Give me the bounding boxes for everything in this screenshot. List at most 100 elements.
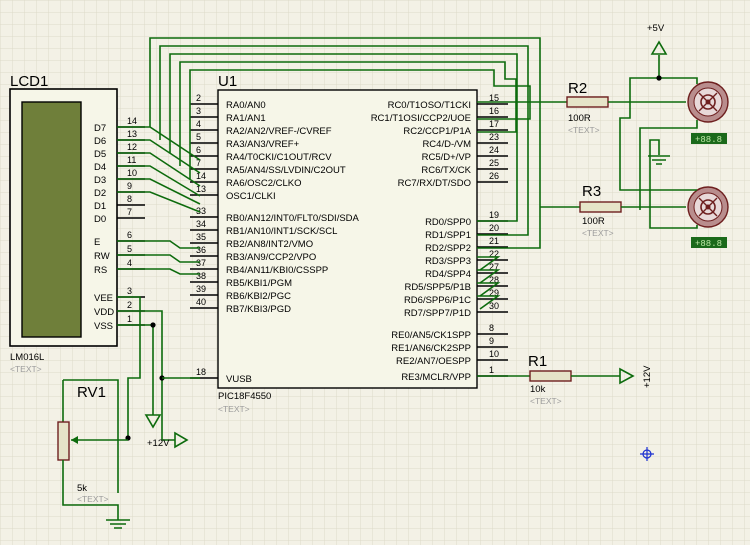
- motor-1[interactable]: +88.8: [687, 81, 729, 145]
- ground-bottom-symbol: [106, 519, 130, 529]
- r2-value: 100R: [568, 113, 591, 124]
- lcd-pin-number: 14: [127, 116, 137, 126]
- lcd-pin-number: 10: [127, 168, 137, 178]
- mcu-right-pin-name: RD5/SPP5/P1B: [404, 282, 471, 293]
- mcu-left-pin-number: 18: [196, 367, 206, 377]
- mcu-left-pin-number: 6: [196, 145, 201, 155]
- lcd-pin-name: E: [94, 237, 100, 248]
- r3-text-placeholder: <TEXT>: [582, 228, 614, 238]
- motor-1-readout-box: [691, 133, 727, 144]
- motor-2-readout: +88.8: [695, 239, 722, 249]
- mcu-left-pin-name: RA6/OSC2/CLKO: [226, 178, 302, 189]
- wires-rd-stubs: [477, 256, 501, 310]
- wires-lcd-control: [117, 240, 200, 275]
- mcu-right-pin-name: RC1/T1OSI/CCP2/UOE: [371, 113, 471, 124]
- lcd-pin-name: D2: [94, 188, 106, 199]
- mcu-right-pin-name: RD0/SPP0: [425, 217, 471, 228]
- rv1-ref: RV1: [77, 384, 106, 401]
- mcu-right-pin-number: 30: [489, 301, 499, 311]
- vcc-12v-right-label: +12V: [642, 365, 653, 388]
- lcd-pin-number: 3: [127, 286, 132, 296]
- lcd-pin-number: 6: [127, 230, 132, 240]
- motor-2[interactable]: +88.8: [687, 186, 729, 249]
- motor-2-readout-box: [691, 237, 727, 248]
- mcu-right-pin-name: RD3/SPP3: [425, 256, 471, 267]
- rv1-text-placeholder: <TEXT>: [77, 494, 109, 504]
- mcu-ref: U1: [218, 73, 237, 90]
- lcd-text-placeholder: <TEXT>: [10, 364, 42, 374]
- mcu-left-pin-number: 2: [196, 93, 201, 103]
- mcu-left-pin-number: 13: [196, 184, 206, 194]
- mcu-left-pin-name: RA5/AN4/SS/LVDIN/C2OUT: [226, 165, 346, 176]
- mcu-left-pin-number: 7: [196, 158, 201, 168]
- mcu-right-pin-name: RC6/TX/CK: [421, 165, 471, 176]
- lcd-component[interactable]: LCD1 D714D613D512D411D310D29D18D07E6RW5R…: [9, 73, 145, 374]
- mcu-right-pin-number: 10: [489, 349, 499, 359]
- mcu-left-pin-name: VUSB: [226, 374, 252, 385]
- ground-motor-symbol: [648, 155, 670, 165]
- mcu-right-pin-number: 17: [489, 119, 499, 129]
- rv1-value: 5k: [77, 483, 87, 494]
- mcu-right-pin-name: RC5/D+/VP: [422, 152, 471, 163]
- lcd-ref: LCD1: [10, 73, 48, 90]
- mcu-right-pin-number: 26: [489, 171, 499, 181]
- mcu-right-pin-number: 28: [489, 275, 499, 285]
- mcu-left-pin-name: RB4/AN11/KBI0/CSSPP: [226, 265, 328, 276]
- lcd-pin-name: D6: [94, 136, 106, 147]
- resistor-r1[interactable]: R1 10k <TEXT>: [477, 353, 620, 406]
- mcu-left-pin-number: 5: [196, 132, 201, 142]
- mcu-left-pin-name: RA1/AN1: [226, 113, 266, 124]
- mcu-text-placeholder: <TEXT>: [218, 404, 250, 414]
- mcu-left-pin-number: 39: [196, 284, 206, 294]
- mcu-component[interactable]: U1 2RA0/AN03RA1/AN14RA2/AN2/VREF-/CVREF5…: [190, 73, 508, 414]
- lcd-pin-number: 11: [127, 155, 136, 165]
- potentiometer-rv1[interactable]: RV1 5k <TEXT>: [57, 379, 128, 520]
- mcu-right-pin-name: RC4/D-/VM: [422, 139, 471, 150]
- wires-top-bus: [149, 37, 541, 249]
- resistor-r3[interactable]: R3 100R <TEXT>: [540, 183, 686, 238]
- mcu-part: PIC18F4550: [218, 391, 271, 402]
- lcd-screen: [21, 101, 82, 338]
- mcu-right-pin-number: 1: [489, 365, 494, 375]
- r2-text-placeholder: <TEXT>: [568, 125, 600, 135]
- mcu-left-pin-number: 4: [196, 119, 201, 129]
- wires-lcd-power: [117, 296, 200, 441]
- lcd-pin-number: 5: [127, 244, 132, 254]
- mcu-right-pin-name: RD1/SPP1: [425, 230, 471, 241]
- lcd-pin-name: D7: [94, 123, 106, 134]
- mcu-right-pin-number: 22: [489, 249, 499, 259]
- vcc-12v-right-symbol: +12V: [619, 365, 653, 388]
- mcu-right-pin-number: 15: [489, 93, 499, 103]
- lcd-pin-number: 4: [127, 258, 132, 268]
- mcu-right-pin-number: 9: [489, 336, 494, 346]
- mcu-left-pin-number: 40: [196, 297, 206, 307]
- mcu-left-pin-number: 33: [196, 206, 206, 216]
- mcu-right-pin-name: RE3/MCLR/VPP: [401, 372, 471, 383]
- lcd-pin-name: D4: [94, 162, 106, 173]
- mcu-left-pin-name: RA4/T0CKI/C1OUT/RCV: [226, 152, 332, 163]
- mcu-left-pin-name: RB0/AN12/INT0/FLT0/SDI/SDA: [226, 213, 360, 224]
- lcd-pin-name: RS: [94, 265, 107, 276]
- ground-lcd-symbol: [144, 414, 162, 429]
- mcu-right-pin-name: RD7/SPP7/P1D: [404, 308, 471, 319]
- mcu-right-pin-name: RD4/SPP4: [425, 269, 471, 280]
- mcu-left-pin-name: RB2/AN8/INT2/VMO: [226, 239, 313, 250]
- vcc-12v-bottom-label: +12V: [147, 438, 170, 449]
- mcu-left-pin-number: 34: [196, 219, 206, 229]
- lcd-part: LM016L: [10, 352, 44, 363]
- lcd-pin-number: 13: [127, 129, 137, 139]
- vcc-5v-symbol: +5V: [647, 23, 668, 55]
- lcd-pin-name: VDD: [94, 307, 114, 318]
- lcd-pin-name: D0: [94, 214, 106, 225]
- mcu-left-pin-number: 37: [196, 258, 206, 268]
- mcu-right-pin-number: 29: [489, 288, 499, 298]
- mcu-left-pin-name: OSC1/CLKI: [226, 191, 276, 202]
- vcc-5v-label: +5V: [647, 23, 665, 34]
- mcu-right-pin-name: RE1/AN6/CK2SPP: [391, 343, 471, 354]
- vcc-12v-bottom-symbol: +12V: [147, 431, 189, 449]
- mcu-right-pin-name: RC7/RX/DT/SDO: [398, 178, 471, 189]
- mcu-right-pin-number: 25: [489, 158, 499, 168]
- resistor-r2[interactable]: R2 100R <TEXT>: [477, 80, 686, 135]
